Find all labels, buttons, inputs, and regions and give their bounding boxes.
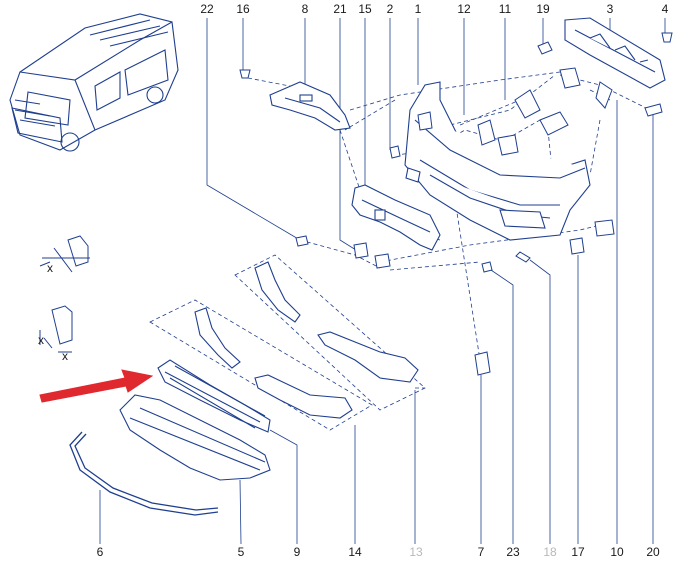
callout-22: 22 — [200, 2, 214, 16]
trim-right-upper — [317, 331, 419, 383]
screw-18 — [515, 251, 531, 263]
callout-9: 9 — [294, 545, 301, 559]
clip-2 — [389, 145, 401, 159]
callout-14: 14 — [348, 545, 362, 559]
lower-strip — [69, 431, 219, 516]
callout-6: 6 — [97, 545, 104, 559]
bracket-10 — [595, 81, 613, 109]
side-brackets — [194, 261, 419, 419]
screw-23 — [481, 261, 493, 273]
detail-label-x2: x — [38, 333, 44, 347]
screw-20 — [644, 103, 663, 117]
clip-17 — [569, 237, 585, 255]
van-illustration — [9, 13, 179, 152]
callout-1: 1 — [415, 2, 422, 16]
upper-bracket — [269, 81, 351, 131]
callout-2: 2 — [387, 2, 394, 16]
callout-3: 3 — [607, 2, 614, 16]
callouts-top: 22 16 8 21 15 2 1 12 11 19 3 4 — [200, 2, 668, 16]
bracket-lower-left — [194, 307, 241, 369]
bracket-1 — [417, 111, 433, 131]
callout-23: 23 — [506, 545, 520, 559]
centre-bracket — [351, 184, 441, 251]
callouts-bottom: 6 5 9 14 13 7 23 18 17 10 20 — [97, 545, 660, 559]
clip-19 — [537, 41, 553, 55]
plate-17b — [594, 219, 615, 237]
detail-label-x3: x — [62, 349, 68, 363]
callout-19: 19 — [536, 2, 550, 16]
screw-4 — [661, 32, 673, 43]
bracket-11 — [514, 89, 541, 119]
callout-20: 20 — [646, 545, 660, 559]
bumper-cover — [404, 81, 591, 241]
bracket-11b — [539, 111, 569, 136]
screw-22 — [295, 235, 309, 247]
bracket-19b — [559, 67, 581, 89]
clip-21b — [374, 253, 391, 269]
callout-8: 8 — [302, 2, 309, 16]
callout-15: 15 — [358, 2, 372, 16]
bracket-upper-left — [254, 261, 301, 323]
callout-18: 18 — [543, 545, 557, 559]
callout-17: 17 — [571, 545, 585, 559]
highlight-arrow — [39, 369, 154, 403]
clip-7 — [474, 351, 491, 376]
leader-lines — [99, 18, 666, 545]
fasteners — [239, 32, 673, 376]
callout-13: 13 — [409, 545, 423, 559]
callout-4: 4 — [662, 2, 669, 16]
callout-12: 12 — [457, 2, 471, 16]
screw-16 — [239, 69, 251, 79]
callout-7: 7 — [478, 545, 485, 559]
detail-label-x1: x — [47, 261, 53, 275]
callout-5: 5 — [238, 545, 245, 559]
top-crossmember — [564, 17, 666, 89]
callout-10: 10 — [610, 545, 624, 559]
callout-16: 16 — [236, 2, 250, 16]
clip-21a — [353, 242, 369, 259]
bracket-12 — [477, 119, 496, 146]
callout-11: 11 — [499, 2, 512, 16]
detail-drawings — [39, 235, 90, 353]
lower-grille — [157, 359, 271, 433]
callout-21: 21 — [333, 2, 347, 16]
bracket-12b — [497, 134, 519, 156]
undertray — [119, 394, 271, 481]
trim-right-lower — [254, 374, 353, 419]
